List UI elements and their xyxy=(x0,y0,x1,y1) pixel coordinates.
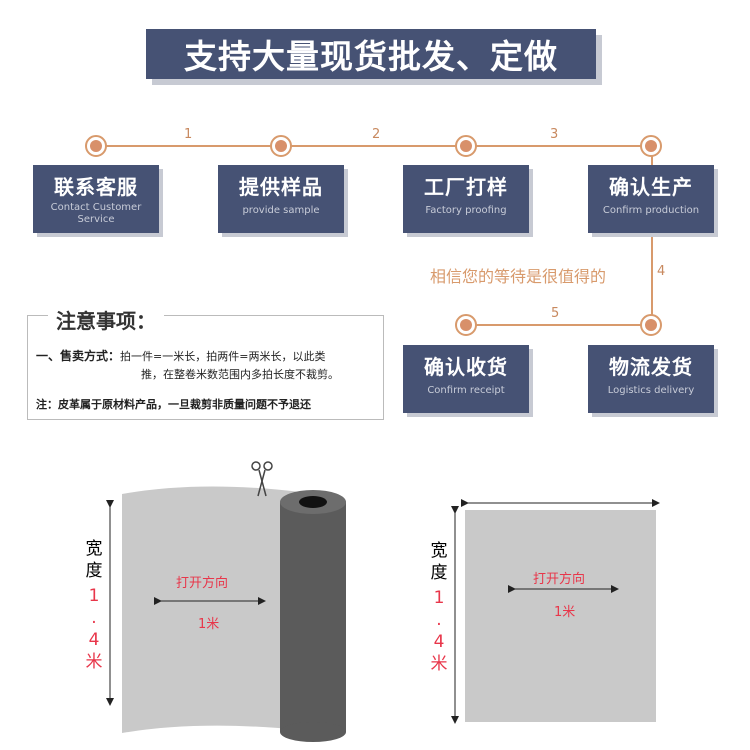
step-label-en: Confirm production xyxy=(602,205,700,216)
step-number: 1 xyxy=(184,127,193,142)
notice-title: 注意事项： xyxy=(48,305,164,334)
leather-roll-body xyxy=(280,502,346,732)
step-label-en: Logistics delivery xyxy=(607,385,695,396)
step-label-en: Factory proofing xyxy=(425,205,507,216)
step-number: 2 xyxy=(372,127,381,142)
step-label: 联系客服 xyxy=(54,175,138,199)
page-title: 支持大量现货批发、定做 xyxy=(146,29,596,79)
width-label-left: 宽度 xyxy=(85,539,103,581)
leather-roll-diagram xyxy=(106,461,660,742)
flow-node-3 xyxy=(455,135,477,157)
step-label: 工厂打样 xyxy=(424,175,508,199)
flow-node-5 xyxy=(640,314,662,336)
wait-message: 相信您的等待是很值得的 xyxy=(430,267,607,286)
leather-roll-bottom xyxy=(280,722,346,742)
flow-node-1 xyxy=(85,135,107,157)
step-provide-sample: 提供样品 provide sample xyxy=(218,165,344,233)
step-label-en: provide sample xyxy=(242,205,320,216)
notice-box xyxy=(27,315,384,420)
leather-flat-sheet xyxy=(465,510,656,722)
step-number: 4 xyxy=(657,264,666,279)
step-label-en: Confirm receipt xyxy=(427,385,505,396)
flow-line-right xyxy=(651,145,653,325)
flow-node-6 xyxy=(455,314,477,336)
step-contact-service: 联系客服 Contact Customer Service xyxy=(33,165,159,233)
flow-node-2 xyxy=(270,135,292,157)
length-label-left: 1米 xyxy=(198,617,220,632)
leather-sheet xyxy=(122,486,300,733)
flow-node-4 xyxy=(640,135,662,157)
step-number: 3 xyxy=(550,127,559,142)
leather-roll-hole xyxy=(299,496,327,508)
step-confirm-receipt: 确认收货 Confirm receipt xyxy=(403,345,529,413)
notice-item-1-line1: 拍一件=一米长，拍两件=两米长，以此类 xyxy=(120,350,326,363)
step-logistics-delivery: 物流发货 Logistics delivery xyxy=(588,345,714,413)
step-label: 提供样品 xyxy=(239,175,323,199)
step-label-en: Contact Customer Service xyxy=(50,202,142,225)
step-label: 物流发货 xyxy=(609,355,693,379)
notice-item-1-line2: 推，在整卷米数范围内多拍长度不裁剪。 xyxy=(141,368,339,381)
open-direction-label-right: 打开方向 xyxy=(533,572,586,587)
flow-line-bottom xyxy=(466,324,652,326)
step-label: 确认生产 xyxy=(609,175,693,199)
length-label-right: 1米 xyxy=(554,605,576,620)
step-label: 确认收货 xyxy=(424,355,508,379)
step-confirm-production: 确认生产 Confirm production xyxy=(588,165,714,233)
open-direction-label-left: 打开方向 xyxy=(176,576,229,591)
flow-line-top xyxy=(96,145,652,147)
step-factory-proofing: 工厂打样 Factory proofing xyxy=(403,165,529,233)
notice-item-1-label: 一、售卖方式： xyxy=(36,349,121,363)
notice-item-1: 一、售卖方式：拍一件=一米长，拍两件=两米长，以此类 xyxy=(36,347,325,364)
step-number: 5 xyxy=(551,306,560,321)
notice-item-2: 注：皮革属于原材料产品，一旦裁剪非质量问题不予退还 xyxy=(36,398,311,411)
scissors-icon xyxy=(251,461,273,497)
width-label-right: 宽度 xyxy=(430,541,448,583)
